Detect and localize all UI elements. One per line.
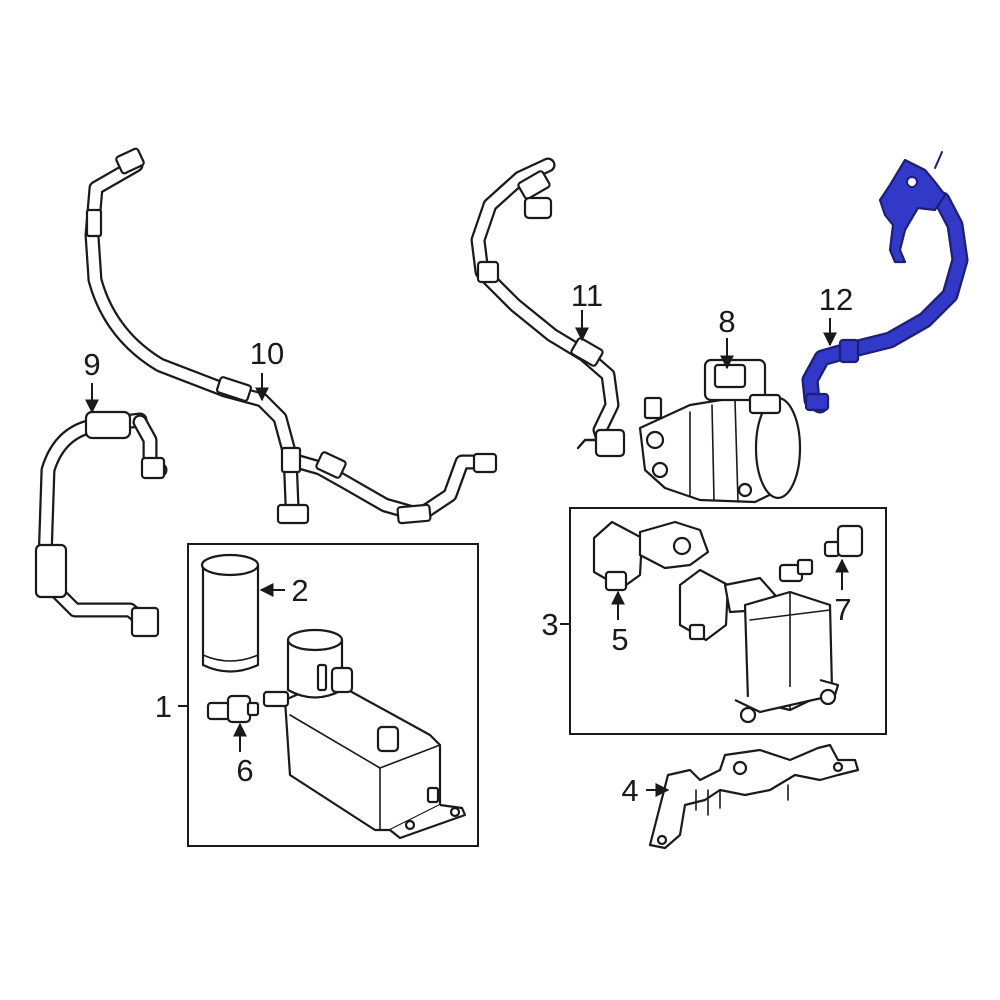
callout-4: 4	[621, 773, 638, 808]
callout-5: 5	[611, 622, 628, 657]
group-box-1	[187, 543, 479, 847]
callout-9: 9	[83, 347, 100, 382]
callout-8: 8	[718, 304, 735, 339]
part-11-ac-line[interactable]	[470, 157, 626, 458]
callout-12: 12	[819, 282, 853, 317]
group-box-3	[569, 507, 887, 735]
callout-2: 2	[291, 573, 308, 608]
callout-1: 1	[155, 689, 172, 724]
part-5-connector[interactable]	[592, 520, 710, 620]
callout-10: 10	[250, 336, 284, 371]
callout-6: 6	[236, 753, 253, 788]
part-1-receiver-module[interactable]	[262, 628, 467, 840]
callout-11: 11	[571, 278, 603, 313]
part-3-valve-assembly[interactable]	[678, 558, 840, 724]
part-10-ac-line[interactable]	[84, 147, 498, 525]
part-12-discharge-hose[interactable]	[801, 151, 969, 414]
part-2-drier[interactable]	[200, 553, 285, 673]
part-9-ac-hose[interactable]	[34, 383, 168, 638]
part-7-temperature-sensor[interactable]	[823, 524, 864, 590]
part-4-bracket[interactable]	[646, 743, 860, 850]
callout-7: 7	[834, 592, 851, 627]
part-8-compressor[interactable]	[638, 338, 802, 504]
part-6-pressure-sensor[interactable]	[206, 694, 260, 752]
callout-3: 3	[541, 607, 558, 642]
